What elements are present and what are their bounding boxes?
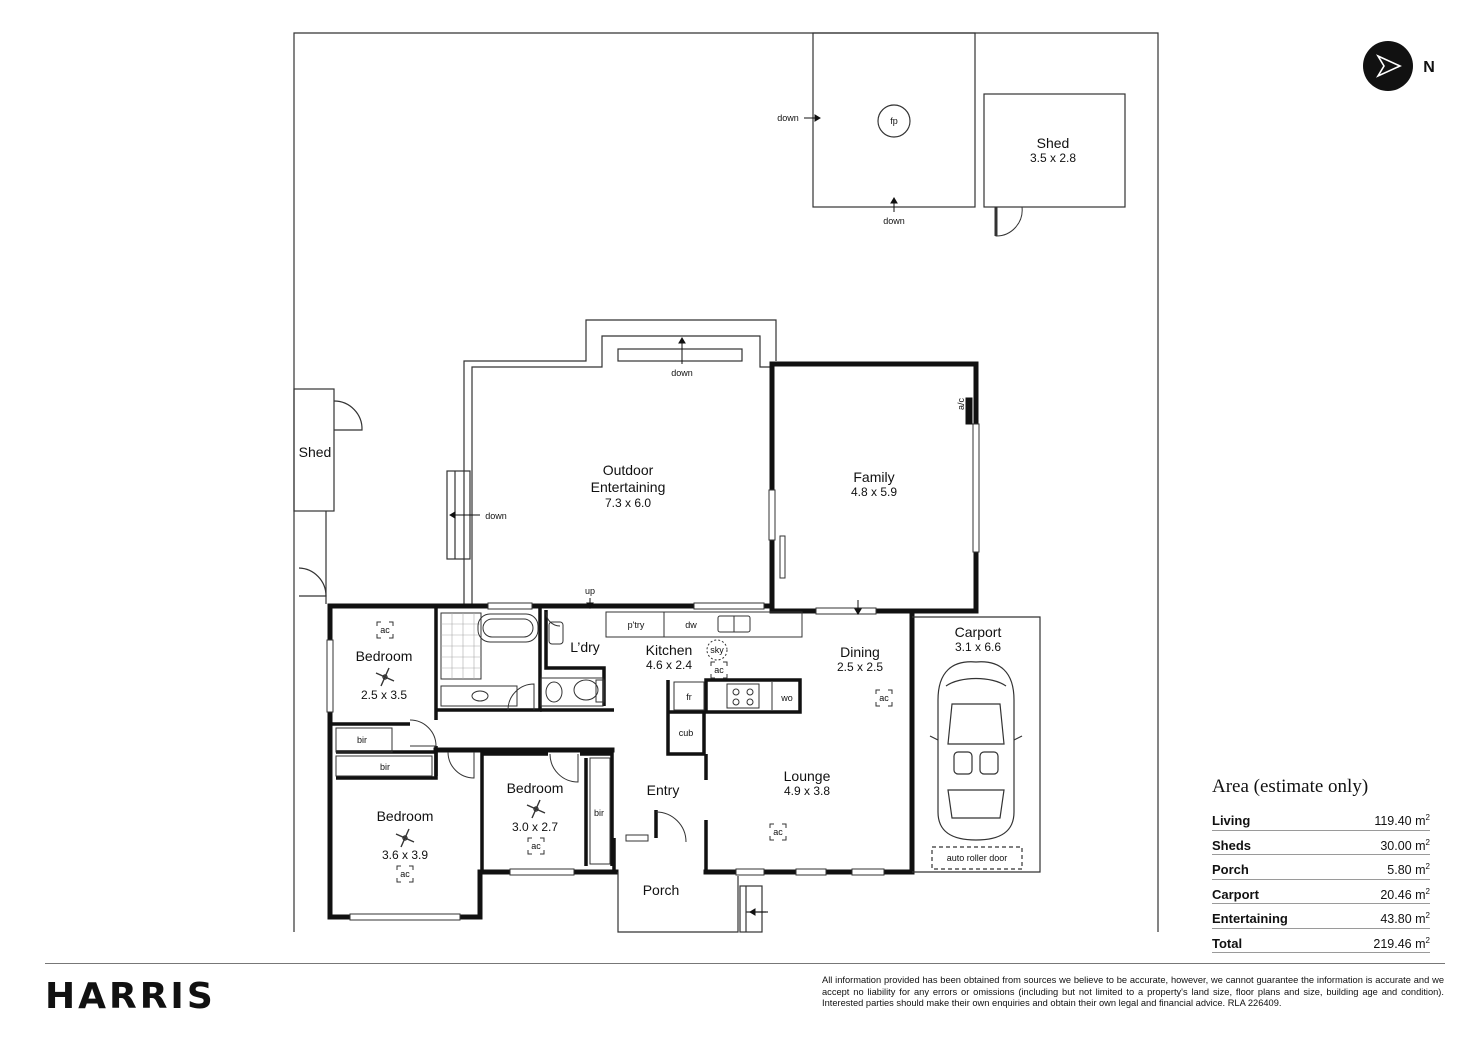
ac-unit-label: a/c	[956, 398, 966, 411]
ceiling-fan-icons	[375, 667, 546, 848]
wall-oven-label: wo	[780, 693, 793, 703]
kitchen-dims: 4.6 x 2.4	[646, 658, 692, 672]
ac-markers	[376, 621, 893, 883]
ac-label-kitchen: ac	[714, 665, 724, 675]
area-table: Area (estimate only) Living 119.40 m2 Sh…	[1212, 776, 1430, 953]
site-boundary	[293, 32, 1159, 932]
north-compass: N	[1362, 40, 1442, 99]
bedroom1-dims: 2.5 x 3.5	[361, 688, 407, 702]
bedroom2-dims: 3.6 x 3.9	[382, 848, 428, 862]
built-in-robes	[335, 727, 611, 865]
shed-top-dims: 3.5 x 2.8	[1030, 151, 1076, 165]
area-unit: m	[1415, 912, 1426, 927]
footer-divider	[45, 963, 1445, 964]
area-row-total: Total 219.46 m2	[1212, 929, 1430, 953]
area-row-entertaining: Entertaining 43.80 m2	[1212, 904, 1430, 929]
area-row-sheds: Sheds 30.00 m2	[1212, 831, 1430, 855]
arrow-icons	[449, 114, 898, 916]
family-name: Family	[853, 469, 894, 485]
area-unit: m	[1415, 838, 1426, 853]
shed-top-name: Shed	[1037, 135, 1070, 151]
bedroom3-dims: 3.0 x 2.7	[512, 820, 558, 834]
kitchen-fixtures	[605, 611, 803, 711]
roller-door-label: auto roller door	[947, 853, 1008, 863]
dining-dims: 2.5 x 2.5	[837, 660, 883, 674]
ac-label-bed1: ac	[380, 625, 390, 635]
carport-name: Carport	[955, 624, 1002, 640]
area-label: Living	[1212, 813, 1251, 829]
down-label-4: down	[485, 511, 507, 521]
outdoor-name-line2: Entertaining	[591, 479, 666, 495]
outdoor-name-line1: Outdoor	[603, 462, 654, 478]
bir-label-1: bir	[357, 735, 367, 745]
family-dims: 4.8 x 5.9	[851, 485, 897, 499]
lounge-name: Lounge	[784, 768, 831, 784]
carport-outline	[912, 616, 1041, 873]
area-label: Total	[1212, 935, 1243, 951]
pantry-label: p'try	[628, 620, 645, 630]
area-label: Carport	[1212, 886, 1259, 902]
bir-label-2: bir	[380, 762, 390, 772]
skylight-label: sky	[710, 645, 724, 655]
fridge-label: fr	[686, 692, 692, 702]
dishwasher-label: dw	[685, 620, 697, 630]
area-label: Sheds	[1212, 837, 1252, 853]
ac-label-bed3: ac	[531, 841, 541, 851]
porch-outline	[617, 872, 768, 933]
lounge-dims: 4.9 x 3.8	[784, 784, 830, 798]
area-value: 119.40	[1374, 814, 1412, 829]
down-label-1: down	[777, 113, 799, 123]
area-value: 30.00	[1380, 838, 1412, 853]
compass-circle-icon	[1363, 41, 1413, 91]
area-unit: m	[1415, 863, 1426, 878]
down-label-2: down	[883, 216, 905, 226]
bedroom3-name: Bedroom	[507, 780, 564, 796]
bedroom2-name: Bedroom	[377, 808, 434, 824]
house-interior-walls	[330, 606, 802, 872]
shed-top-outline	[983, 93, 1126, 237]
area-unit: m	[1415, 887, 1426, 902]
area-title: Area (estimate only)	[1212, 776, 1369, 797]
dining-name: Dining	[840, 644, 880, 660]
compass-arrow-icon	[1375, 54, 1402, 78]
fireplace-label: fp	[890, 116, 898, 126]
compass-label: N	[1423, 59, 1435, 76]
brand-logo: HARRIS	[45, 976, 216, 1017]
entry-name: Entry	[647, 782, 680, 798]
outdoor-dims: 7.3 x 6.0	[605, 496, 651, 510]
down-label-3: down	[671, 368, 693, 378]
kitchen-name: Kitchen	[646, 642, 693, 658]
area-value: 43.80	[1380, 912, 1412, 927]
area-row-carport: Carport 20.46 m2	[1212, 880, 1430, 904]
area-unit: m	[1415, 814, 1426, 829]
windows	[326, 423, 980, 921]
bir-label-3: bir	[594, 808, 604, 818]
floor-plan: Shed 3.5 x 2.8 Shed Outdoor Entertaining…	[293, 32, 1159, 933]
area-value: 219.46	[1373, 936, 1412, 951]
bedroom1-name: Bedroom	[356, 648, 413, 664]
ac-label-bed2: ac	[400, 869, 410, 879]
up-label: up	[585, 586, 595, 596]
ac-label-dining: ac	[879, 693, 889, 703]
bathroom-fixtures	[440, 612, 605, 707]
house-walls	[327, 361, 979, 920]
shed-left-name: Shed	[299, 444, 332, 460]
disclaimer-text: All information provided has been obtain…	[822, 975, 1444, 1009]
porch-name: Porch	[643, 882, 680, 898]
area-row-porch: Porch 5.80 m2	[1212, 855, 1430, 880]
carport-dims: 3.1 x 6.6	[955, 640, 1001, 654]
area-label: Porch	[1212, 862, 1249, 878]
shed-left-outline	[293, 388, 363, 604]
laundry-name: L’dry	[570, 639, 600, 655]
area-row-living: Living 119.40 m2	[1212, 806, 1430, 831]
ac-unit-icon	[965, 397, 973, 425]
car-icon	[929, 661, 1023, 841]
area-unit: m	[1415, 936, 1426, 951]
cupboard-label: cub	[679, 728, 694, 738]
area-label: Entertaining	[1212, 911, 1288, 927]
door-swings	[409, 611, 687, 843]
ac-label-lounge: ac	[773, 827, 783, 837]
area-value: 5.80	[1387, 863, 1412, 878]
area-value: 20.46	[1380, 887, 1412, 902]
